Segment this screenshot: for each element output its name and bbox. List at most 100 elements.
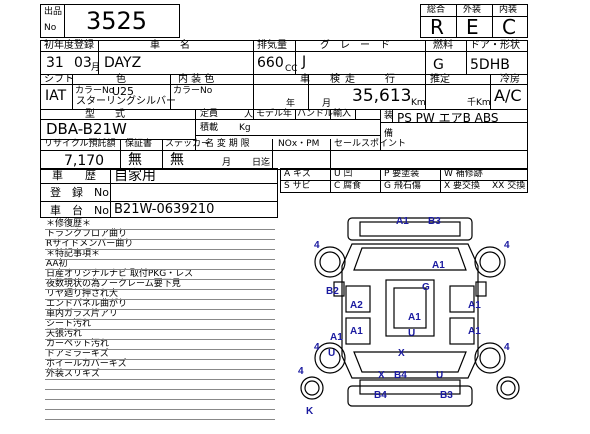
recycle-label: リサイクル預託額 — [44, 139, 116, 149]
name-change-day-unit: 日迄 — [252, 158, 271, 168]
note-line: Rサイドメンバー曲り — [46, 239, 134, 249]
mark-a2: A2 — [350, 300, 363, 311]
mark-b3-bumper: B3 — [440, 390, 453, 401]
model-value: DBA-B21W — [46, 120, 127, 138]
overall-label: 総合 — [427, 5, 446, 15]
legend-p: P 要塗装 — [384, 169, 420, 179]
chassis-label: 車 台 No — [50, 204, 109, 217]
fuel-label: 燃料 — [433, 40, 453, 51]
capacity-label: 定員 — [200, 109, 219, 119]
car-name: DAYZ — [104, 55, 142, 71]
mark-x-center: X — [398, 348, 405, 359]
warranty-label: 保証書 — [125, 139, 153, 149]
model-year-label: モデル年 — [256, 109, 293, 119]
history-value: 自家用 — [114, 168, 156, 184]
color-no-label: カラーNo — [75, 86, 115, 96]
inspection-label: 車 検 — [300, 74, 340, 85]
lot-box — [40, 4, 180, 38]
note-line: ホイールカバーキズ — [46, 359, 127, 369]
mark-b4-rear: B4 — [394, 370, 407, 381]
sticker-label: ステッカー — [165, 139, 211, 149]
interior-color-label: 内 装 色 — [178, 74, 215, 85]
note-line: ＊修復歴＊ — [46, 219, 92, 229]
grade-value: J — [302, 54, 307, 70]
reg-month: 03 — [74, 55, 92, 71]
color-label: 色 — [116, 74, 126, 85]
month-unit: 月 — [91, 63, 101, 73]
mark-a1-rear: A1 — [330, 332, 343, 343]
car-damage-diagram: A1 B3 4 A1 4 B2 G A2 A1 A1 A1 A1 U A1 4 … — [298, 216, 520, 417]
note-line: ＊特記事項＊ — [46, 249, 101, 259]
mark-4-fl: 4 — [314, 240, 320, 251]
mileage-label: 走 行 — [345, 74, 395, 85]
doors-value: 5DHB — [470, 57, 510, 73]
legend-g: G 飛石傷 — [384, 181, 421, 191]
ac-value: A/C — [494, 86, 522, 105]
note-line: シート汚れ — [46, 319, 92, 329]
equipment-value: PS PW エアB ABS — [397, 111, 499, 125]
exterior-grade: E — [466, 15, 479, 39]
mark-a1-rdoor2: A1 — [468, 326, 481, 337]
load-label: 積載 — [200, 123, 219, 133]
ac-label: 冷房 — [500, 74, 520, 85]
equipment-label: 装 備 — [382, 110, 392, 137]
shift-value: IAT — [45, 88, 67, 104]
mark-4-fr: 4 — [504, 240, 510, 251]
history-label: 車 歴 — [52, 169, 96, 182]
mark-u-left: U — [328, 348, 335, 359]
overall-grade: R — [430, 15, 444, 39]
exterior-label: 外装 — [463, 5, 482, 15]
mark-b2: B2 — [326, 286, 339, 297]
mark-a1-roof: A1 — [408, 312, 421, 323]
reg-year: 31 — [46, 55, 64, 71]
mark-b4-bumper: B4 — [374, 390, 387, 401]
nox-label: NOx・PM — [278, 139, 320, 149]
estimate-label: 推定 — [430, 74, 450, 85]
mileage-value: 35,613 — [352, 86, 412, 106]
mark-a1-hood: A1 — [432, 260, 445, 271]
note-line: 夜数現状の為ノークレーム要下見 — [46, 279, 181, 289]
interior-label: 内装 — [499, 5, 518, 15]
note-line: カーペット汚れ — [46, 339, 110, 349]
displacement-label: 排気量 — [257, 40, 287, 51]
fuel-value: G — [433, 57, 444, 73]
note-line: 車内ガラス片アリ — [46, 309, 118, 319]
chassis-value: B21W-0639210 — [114, 202, 215, 217]
sales-point-label: セールスポイント — [334, 139, 407, 149]
km-unit: Km — [411, 98, 426, 108]
reg-no-label: 登 録 No — [50, 186, 109, 199]
legend-xx: XX 交換 — [492, 181, 526, 191]
name-change-label: 名 変 期 限 — [205, 139, 250, 149]
note-line: AA初 — [46, 259, 68, 269]
int-color-no-label: カラーNo — [173, 86, 213, 96]
shift-label: シフト — [44, 74, 74, 85]
note-line: 天張汚れ — [46, 329, 83, 339]
person-unit: 人 — [244, 110, 254, 120]
info-grid — [40, 40, 528, 170]
note-line: エンドパネル曲がり — [46, 299, 128, 309]
interior-grade: C — [502, 15, 516, 39]
mark-4-rl: 4 — [314, 342, 320, 353]
legend-u: U 凹 — [334, 169, 353, 179]
note-line: 外装スリキズ — [46, 369, 101, 379]
lot-label-bottom: No — [44, 23, 57, 33]
warranty-value: 無 — [128, 152, 142, 168]
note-line: リヤ廻り押され大 — [46, 289, 119, 299]
mark-u-center: U — [408, 328, 415, 339]
color-no: U25 — [112, 85, 135, 98]
car-name-label: 車 名 — [150, 40, 190, 51]
recycle-value: 7,170 — [64, 153, 105, 169]
kg-unit: Kg — [239, 123, 251, 133]
lot-label-top: 出品 — [44, 7, 63, 17]
displacement: 660 — [257, 55, 284, 71]
lot-number: 3525 — [86, 7, 148, 35]
mark-a1-ldoor2: A1 — [350, 326, 363, 337]
model-label: 型 式 — [85, 109, 125, 120]
legend-a: A キズ — [284, 169, 312, 179]
mark-u-rear: U — [436, 370, 443, 381]
first-reg-label: 初年度登録 — [44, 40, 94, 51]
note-line: 日産オリジナルナビ 取付PKG・レス — [46, 269, 194, 279]
name-change-month-unit: 月 — [222, 158, 232, 168]
note-line: トランクフロア曲り — [46, 229, 128, 239]
thousand-km-unit: 千Km — [467, 98, 491, 108]
